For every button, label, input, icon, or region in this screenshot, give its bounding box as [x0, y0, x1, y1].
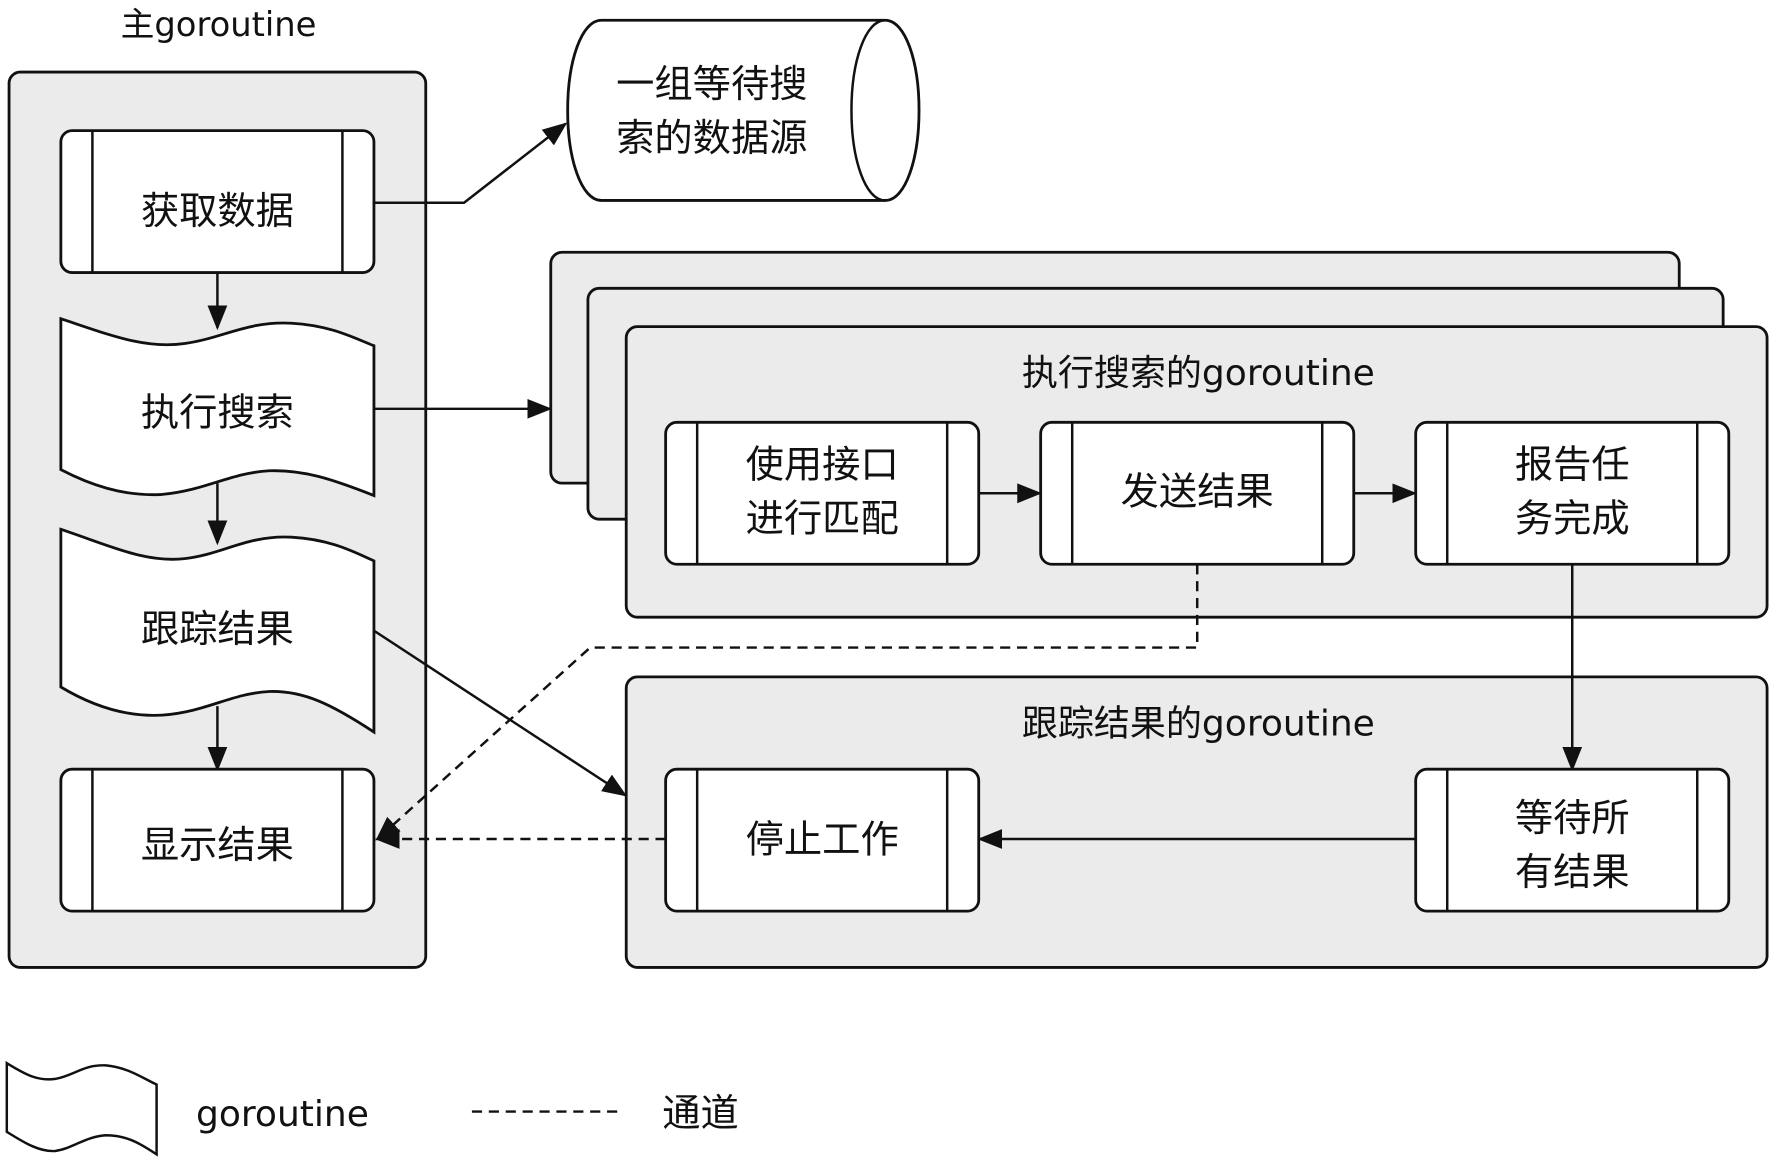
step-label: 停止工作	[746, 818, 899, 863]
step-label: 获取数据	[141, 189, 294, 234]
step-send-result[interactable]: 发送结果	[1039, 420, 1356, 566]
step-label: 发送结果	[1121, 470, 1274, 515]
step-track-results[interactable]: 跟踪结果	[59, 527, 376, 735]
search-goroutine-title: 执行搜索的goroutine	[1022, 353, 1375, 394]
step-report-done[interactable]: 报告任 务完成	[1414, 420, 1731, 566]
step-display-results[interactable]: 显示结果	[59, 767, 376, 913]
data-source-label-line1: 一组等待搜	[616, 62, 807, 107]
step-label-line2: 有结果	[1515, 850, 1630, 895]
legend: goroutine 通道	[5, 1060, 739, 1157]
step-label-line2: 务完成	[1515, 497, 1630, 542]
track-to-goroutine-arrow	[373, 629, 628, 797]
step-execute-search[interactable]: 执行搜索	[59, 316, 376, 498]
legend-channel-label: 通道	[662, 1091, 739, 1136]
legend-goroutine-icon	[5, 1060, 158, 1157]
step-fetch-data[interactable]: 获取数据	[59, 129, 376, 274]
step-label-line2: 进行匹配	[746, 497, 899, 542]
main-goroutine-title: 主goroutine	[121, 5, 317, 44]
channel-send-to-display	[375, 564, 1199, 841]
step-label: 执行搜索	[141, 391, 294, 436]
step-label-line1: 报告任	[1515, 443, 1630, 488]
legend-goroutine-label: goroutine	[196, 1094, 369, 1135]
step-label-line1: 使用接口	[746, 443, 899, 488]
data-source-label-line2: 索的数据源	[616, 116, 807, 161]
step-wait-all[interactable]: 等待所 有结果	[1414, 767, 1731, 913]
fetch-to-source-arrow	[373, 122, 568, 204]
step-label-line1: 等待所	[1515, 796, 1630, 841]
data-source-cylinder[interactable]: 一组等待搜 索的数据源	[566, 18, 921, 202]
step-stop-work[interactable]: 停止工作	[664, 767, 981, 913]
step-label: 跟踪结果	[141, 607, 294, 652]
step-label: 显示结果	[141, 823, 294, 868]
step-match-interface[interactable]: 使用接口 进行匹配	[664, 420, 981, 566]
track-goroutine-title: 跟踪结果的goroutine	[1022, 703, 1375, 744]
